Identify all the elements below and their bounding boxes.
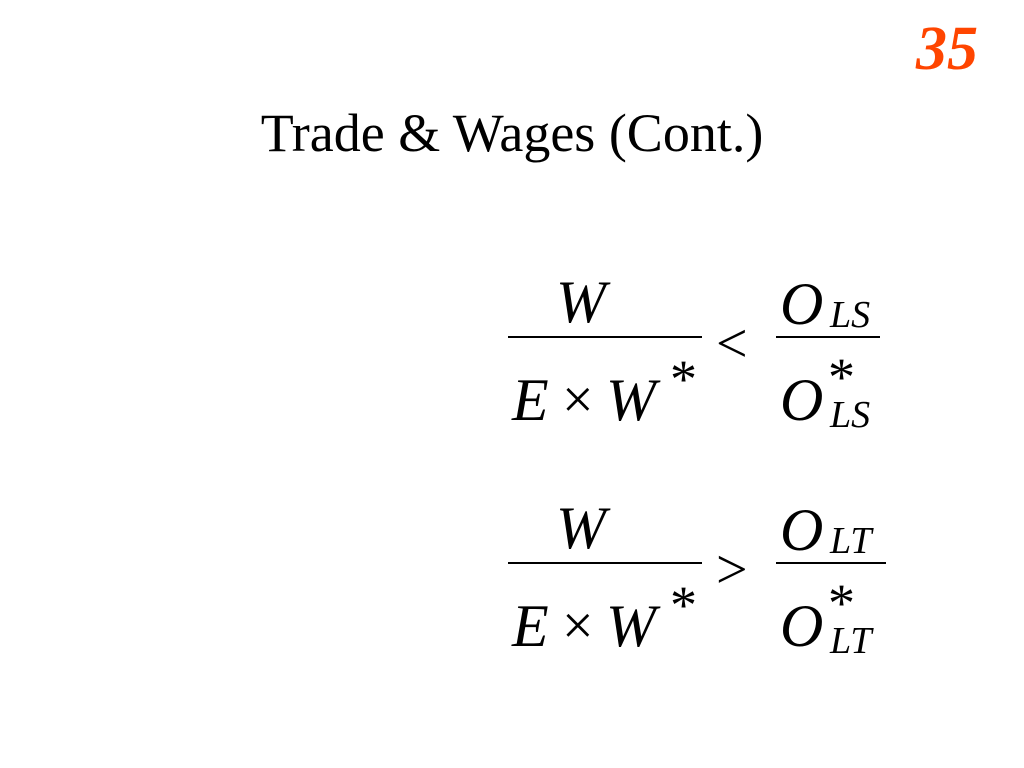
relation-symbol: > [716, 539, 748, 601]
lhs-numerator: W [556, 269, 606, 335]
equation-skilled: W E × W * > O LT * O LT [500, 488, 900, 678]
rhs-denominator-sub: LT [830, 620, 872, 662]
lhs-fraction-bar [508, 336, 702, 338]
rhs-numerator-var: O [780, 497, 824, 563]
lhs-denominator-w: W [606, 593, 656, 659]
equation-unskilled: W E × W * < O LS * O LS [500, 262, 900, 452]
times-symbol: × [562, 369, 594, 431]
lhs-denominator-e: E [512, 367, 549, 433]
slide-number: 35 [916, 15, 978, 83]
lhs-denominator-e: E [512, 593, 549, 659]
times-symbol: × [562, 595, 594, 657]
lhs-fraction-bar [508, 562, 702, 564]
rhs-numerator-var: O [780, 271, 824, 337]
rhs-numerator-sub: LT [830, 520, 872, 562]
lhs-numerator: W [556, 495, 606, 561]
rhs-star: * [828, 573, 855, 633]
rhs-denominator-sub: LS [830, 394, 871, 436]
relation-symbol: < [716, 313, 748, 375]
rhs-numerator-sub: LS [830, 294, 871, 336]
rhs-fraction-bar [776, 336, 880, 338]
lhs-star: * [670, 349, 697, 409]
rhs-star: * [828, 347, 855, 407]
rhs-fraction-bar [776, 562, 886, 564]
rhs-denominator-var: O [780, 593, 824, 659]
slide-title: Trade & Wages (Cont.) [260, 103, 764, 163]
lhs-denominator-w: W [606, 367, 656, 433]
lhs-star: * [670, 575, 697, 635]
rhs-denominator-var: O [780, 367, 824, 433]
